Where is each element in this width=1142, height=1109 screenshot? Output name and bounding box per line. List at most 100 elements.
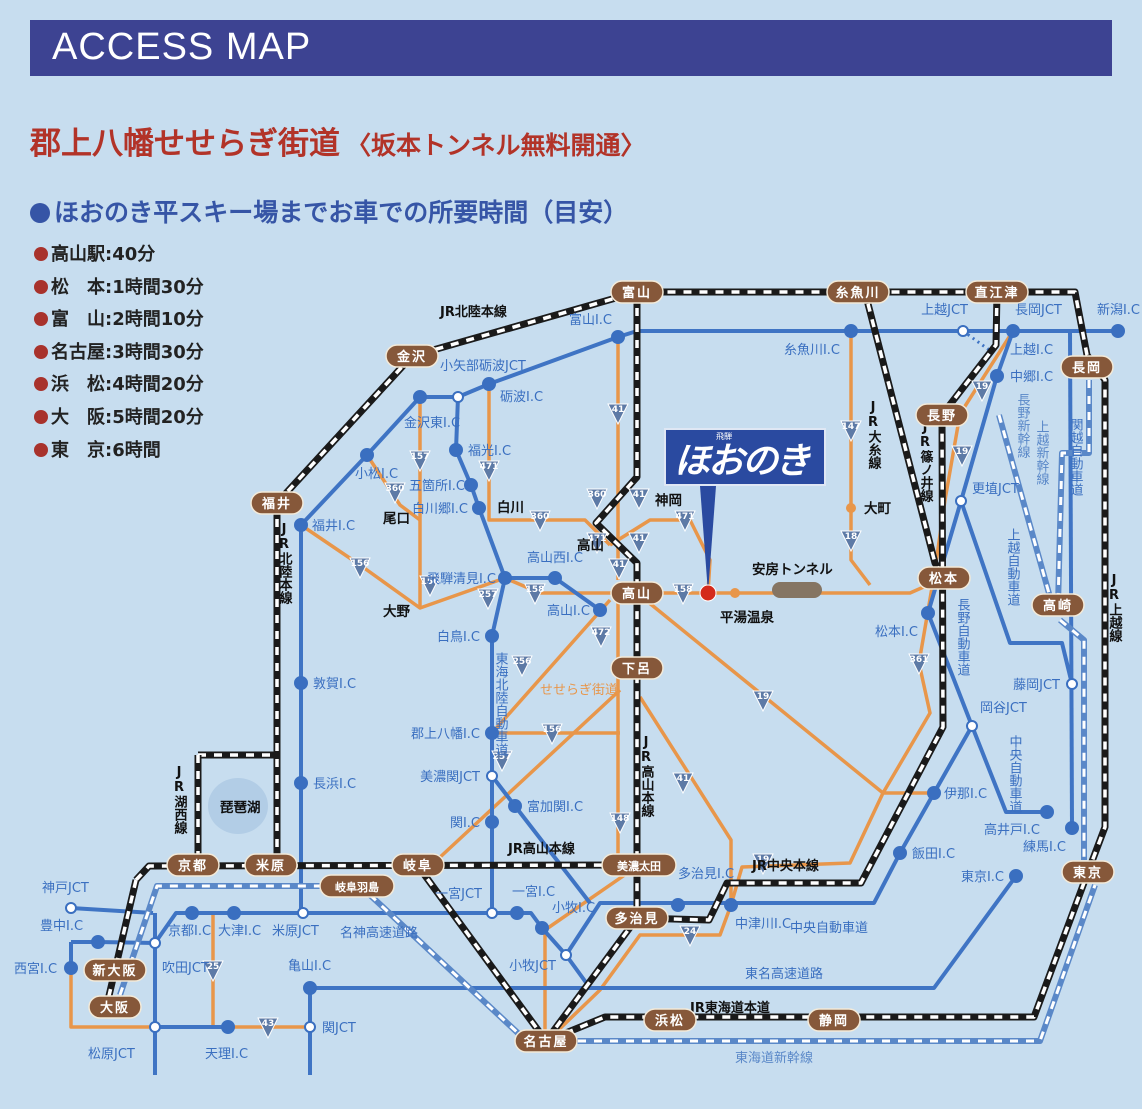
highway-label: 長野自動車道 [955,598,971,676]
interchange-label: 松本I.C [875,625,918,640]
interchange-icon [1006,324,1020,338]
station-marker: 糸魚川 [826,280,890,304]
route-shield-icon: 156 [349,557,371,580]
route-shield-icon: 41 [628,532,650,555]
place-label: 神岡 [655,492,682,509]
route-number: 24 [684,927,697,937]
station-marker: 東京 [1061,860,1115,884]
shinkansen-label: 東海道新幹線 [735,1050,813,1066]
station-label: 美濃太田 [617,859,661,873]
junction-icon [486,770,498,782]
route-shield-icon: 19 [752,690,774,713]
bullet-icon [34,247,48,261]
station-marker: 長野 [915,403,969,427]
highway [310,874,1018,990]
station-label: 多治見 [614,911,659,927]
bullet-icon [34,279,48,294]
interchange-label: 東京I.C [961,869,1004,885]
route-shield-icon: 256 [511,655,533,678]
route-shield-icon: 471 [478,460,500,483]
highway [490,774,592,905]
interchange-icon [1040,805,1054,819]
rail-line-label: JR湖西線 [172,765,188,835]
place-label: 安房トンネル [752,561,833,578]
station-marker: 岐阜 [391,853,445,877]
interchange-icon [844,324,858,338]
station-label: 東京 [1073,865,1103,881]
local-road [365,454,422,522]
interchange-label: 郡上八幡I.C [411,727,480,742]
interchange-label: 天理I.C [205,1047,248,1062]
junction-icon [955,495,967,507]
junction-icon [957,325,969,337]
travel-time-value: 4時間20分 [105,374,204,395]
route-shield-icon: 25 [202,960,224,983]
interchange-label: 砺波I.C [500,390,543,405]
interchange-icon [1065,821,1079,835]
interchange-label: 関I.C [450,816,480,831]
rail-line-label: JR高山本線 [507,841,576,857]
route-number: 156 [421,577,440,587]
interchange-icon [1009,869,1023,883]
place-label: 平湯温泉 [720,609,774,626]
station-label: 名古屋 [523,1034,568,1050]
highway [970,725,1047,814]
travel-time-item: 名古屋3時間30分 [34,338,204,371]
shinkansen-dash [546,884,1097,1043]
station-label: 松本 [929,571,959,587]
interchange-icon [482,377,496,391]
interchange-label: 亀山I.C [288,959,331,974]
rail-line-label: JR篠ノ井線 [918,420,934,503]
interchange-label: 新潟I.C [1097,302,1140,318]
place-label: 高山 [577,537,604,554]
interchange-icon [91,935,105,949]
route-shield-icon: 41 [628,488,650,511]
station-label: 京都 [178,858,208,874]
highway [71,940,156,945]
route-number: 257 [493,752,512,762]
highway-label: 東海北陸自動車道 [493,651,509,756]
junction-icon [486,907,498,919]
interchange-icon [498,571,512,585]
junction-icon [304,1021,316,1033]
route-number: 360 [531,512,550,522]
interchange-icon [303,981,317,995]
route-number: 19 [757,855,770,865]
interchange-icon [724,898,738,912]
rail-line-label: JR中央本線 [751,858,820,874]
interchange-icon [927,786,941,800]
interchange-label: 吹田JCT [162,961,209,976]
shinkansen-dash [1056,380,1091,606]
tunnel-icon [772,582,822,598]
route-number: 41 [633,490,646,500]
route-number: 19 [757,692,770,702]
travel-time-item: 高山駅40分 [34,240,204,273]
local-road [849,331,872,587]
interchange-label: 長浜I.C [313,777,356,792]
place-label: 白川 [497,499,524,516]
junction-icon [966,720,978,732]
route-number: 471 [676,512,695,522]
station-label: 高山 [622,586,652,602]
highway-label: 中央自動車道 [1007,735,1023,813]
station-label: 直江津 [974,285,1019,301]
station-label: 米原 [256,858,286,874]
shinkansen-dash [368,893,522,1037]
junction-icon [149,1021,161,1033]
interchange-label: 白川郷I.C [412,501,468,517]
highway-label: 名神高速道路 [340,925,418,941]
headline: 郡上八幡せせらぎ街道〈坂本トンネル無料開通〉 [30,118,646,163]
destination-marker-icon [699,584,717,602]
interchange-label: 更埴JCT [972,482,1019,497]
station-label: 新大阪 [92,963,137,979]
interchange-icon [464,478,478,492]
interchange-icon [185,906,199,920]
route-shield-icon: 19 [951,445,973,468]
station-marker: 浜松 [643,1008,697,1032]
interchange-label: 敦賀I.C [313,676,356,692]
station-label: 長野 [927,409,957,424]
jr-line-dash [636,291,999,922]
route-number: 472 [592,628,611,638]
interchange-icon [1111,324,1125,338]
station-label: 糸魚川 [835,285,880,301]
